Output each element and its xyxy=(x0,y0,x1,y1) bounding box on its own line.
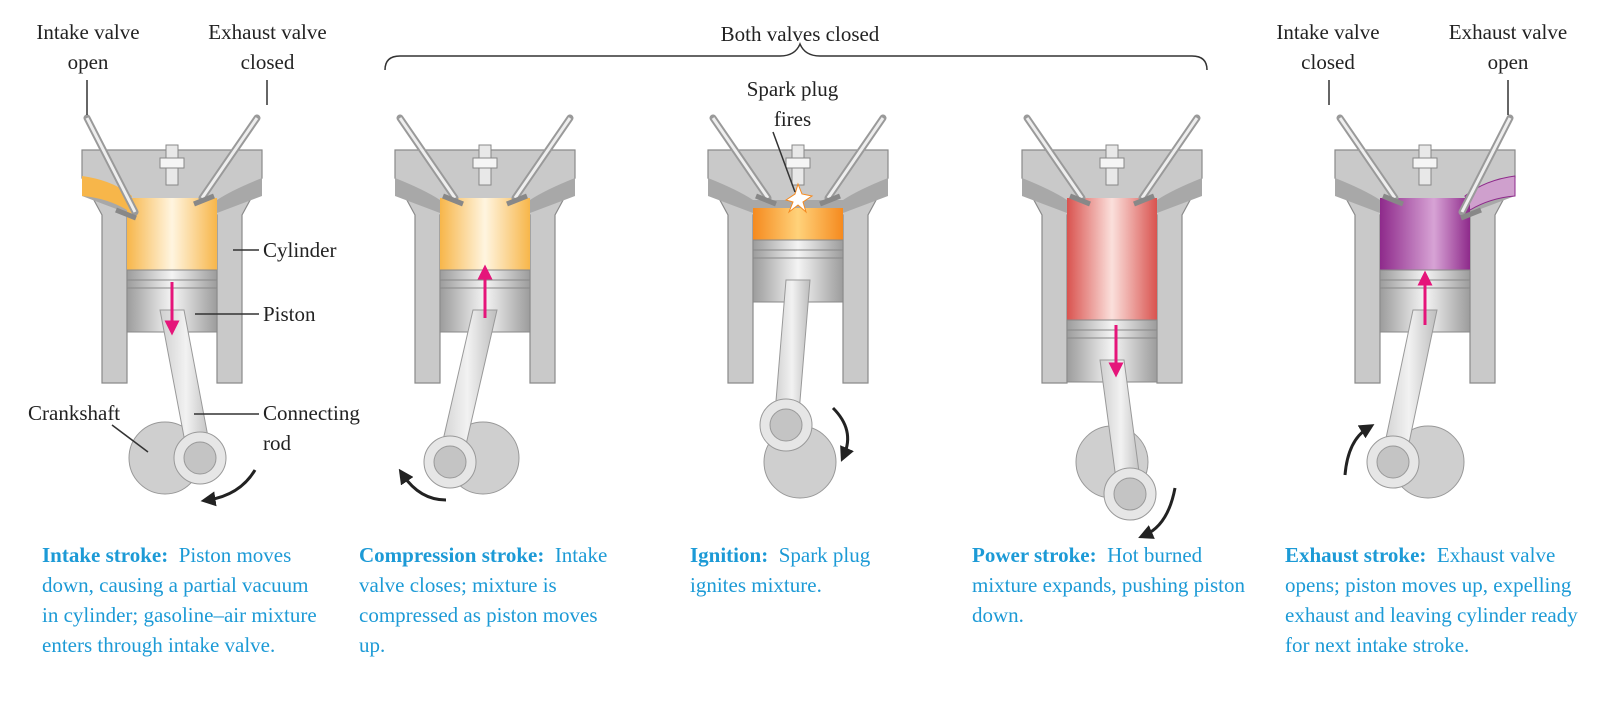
intake-valve-head-compression xyxy=(442,193,464,207)
spark-plug-nut-ignition xyxy=(785,157,811,169)
spark-plug-nut-exhaust xyxy=(1412,157,1438,169)
label-connecting-rod: Connecting rod xyxy=(263,401,360,455)
crank-pin-center-intake xyxy=(183,441,217,475)
caption-power-stroke: Power stroke: Hot burned mixture expands… xyxy=(972,543,1245,627)
crank-rotation-arrow-intake xyxy=(200,469,257,507)
crank-pin-center-power xyxy=(1113,477,1147,511)
chamber-exhaust xyxy=(1380,198,1470,270)
chamber-ignition xyxy=(753,208,843,240)
label-exhaust-valve-closed: Exhaust valve closed xyxy=(208,20,327,74)
caption-intake-stroke: Intake stroke: Piston moves down, causin… xyxy=(42,543,317,657)
exhaust-valve-head-compression xyxy=(506,193,528,207)
chamber-intake xyxy=(127,198,217,270)
label-exhaust-valve-open: Exhaust valve open xyxy=(1448,20,1568,74)
cylinder-head-ignition xyxy=(708,178,888,213)
leader-crankshaft xyxy=(111,424,149,453)
exhaust-valve-head-power xyxy=(1133,193,1155,207)
caption-compression-stroke: Compression stroke: Intake valve closes;… xyxy=(359,543,608,657)
exhaust-valve-head-ignition xyxy=(819,193,841,207)
crank-rotation-arrow-power xyxy=(1138,487,1177,539)
intake-port-intake xyxy=(82,176,132,210)
label-both-valves-closed: Both valves closed xyxy=(720,22,880,46)
spark-burst xyxy=(784,182,814,214)
crank-rotation-arrow-exhaust xyxy=(1343,424,1375,476)
caption-exhaust-stroke: Exhaust stroke: Exhaust valve opens; pis… xyxy=(1285,543,1578,657)
brace-both-valves-closed xyxy=(384,42,1208,71)
chamber-compression xyxy=(440,198,530,270)
crank-rotation-arrow-ignition xyxy=(831,406,854,462)
label-cylinder: Cylinder xyxy=(263,238,337,262)
spark-plug-nut-compression xyxy=(472,157,498,169)
spark-plug-nut-intake xyxy=(159,157,185,169)
crank-pin-center-ignition xyxy=(769,408,803,442)
label-intake-valve-closed: Intake valve closed xyxy=(1276,20,1380,74)
intake-valve-head-ignition xyxy=(755,193,777,207)
exhaust-valve-head-exhaust xyxy=(1460,207,1482,221)
spark-plug-nut-power xyxy=(1099,157,1125,169)
engine-power xyxy=(1021,114,1203,539)
crank-rotation-arrow-compression xyxy=(398,468,447,502)
crank-pin-center-exhaust xyxy=(1376,445,1410,479)
label-intake-valve-open: Intake valve open xyxy=(36,20,140,74)
intake-valve-head-intake xyxy=(115,207,137,221)
engine-compression xyxy=(394,114,576,502)
caption-ignition: Ignition: Spark plug ignites mixture. xyxy=(690,543,871,597)
label-crankshaft: Crankshaft xyxy=(28,401,121,425)
intake-valve-head-exhaust xyxy=(1382,193,1404,207)
leader-spark-plug-fires xyxy=(772,131,796,193)
engine-ignition xyxy=(707,114,889,499)
engine-exhaust xyxy=(1334,114,1516,499)
intake-valve-head-power xyxy=(1069,193,1091,207)
chamber-power xyxy=(1067,198,1157,320)
label-piston: Piston xyxy=(263,302,316,326)
label-spark-plug-fires: Spark plug fires xyxy=(746,77,839,131)
exhaust-valve-head-intake xyxy=(193,193,215,207)
engine-intake xyxy=(81,114,263,507)
crank-pin-center-compression xyxy=(433,445,467,479)
